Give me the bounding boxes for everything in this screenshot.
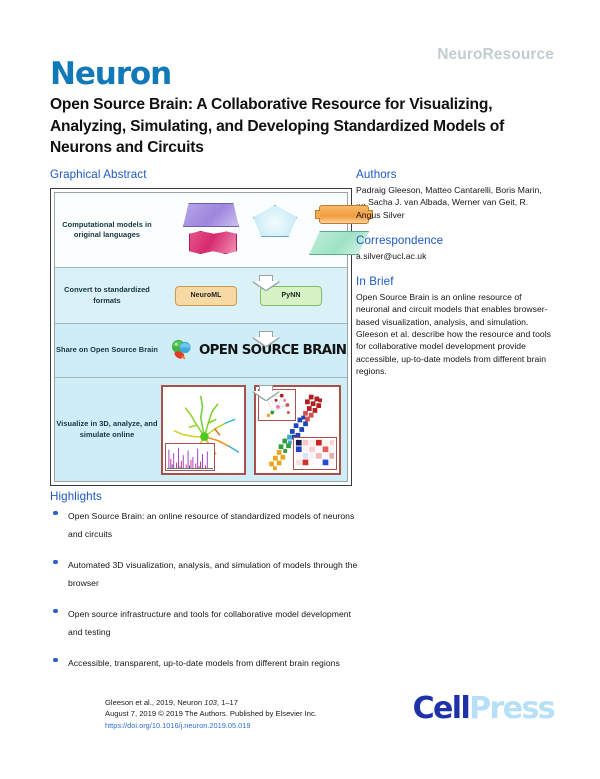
list-item: Automated 3D visualization, analysis, an… [50, 555, 360, 591]
figure-row-label: Share on Open Source Brain [56, 345, 158, 355]
journal-masthead: Neuron [50, 56, 172, 92]
neuroml-tag: NeuroML [175, 285, 237, 306]
pentagon-shape-icon [253, 205, 297, 237]
list-item: Open source infrastructure and tools for… [50, 604, 360, 640]
pynn-tag: PyNN [260, 285, 322, 306]
authors-heading: Authors [356, 168, 397, 181]
voltage-trace-inset [165, 442, 215, 471]
list-item: Open Source Brain: an online resource of… [50, 506, 360, 542]
page-title: Open Source Brain: A Collaborative Resou… [50, 96, 505, 157]
article-type-label: NeuroResource [437, 46, 554, 63]
citation-line-1: Gleeson et al., 2019, Neuron 103, 1–17 [105, 697, 317, 708]
bullet-icon [53, 559, 58, 564]
page-footer: Gleeson et al., 2019, Neuron 103, 1–17 A… [0, 687, 600, 779]
bullet-icon [53, 510, 58, 515]
citation-pages: , 1–17 [216, 698, 239, 707]
cell-press-logo-press: Press [469, 691, 555, 726]
citation-volume: 103 [204, 698, 217, 707]
highlight-text: Accessible, transparent, up-to-date mode… [68, 658, 340, 668]
figure-row-convert: Convert to standardized formats NeuroML … [55, 267, 347, 323]
correspondence-heading: Correspondence [356, 233, 444, 247]
figure-row-label: Convert to standardized formats [64, 285, 150, 305]
wave-shape-icon [189, 231, 237, 254]
bullet-icon [53, 608, 58, 613]
connectivity-matrix-inset [293, 436, 337, 470]
authors-list: Padraig Gleeson, Matteo Cantarelli, Bori… [356, 185, 542, 220]
cell-press-logo: CellPress [412, 691, 556, 726]
highlight-text: Automated 3D visualization, analysis, an… [68, 560, 358, 588]
list-item: Accessible, transparent, up-to-date mode… [50, 653, 360, 671]
trapezoid-shape-icon [183, 203, 239, 227]
bullet-icon [53, 657, 58, 662]
cortical-column-panel [254, 384, 341, 475]
highlights-heading: Highlights [50, 490, 102, 503]
highlight-text: Open source infrastructure and tools for… [68, 609, 352, 637]
cell-press-logo-cell: Cell [412, 691, 471, 726]
open-source-brain-globe-icon [169, 338, 194, 363]
figure-row-share: Share on Open Source Brain [55, 323, 347, 377]
graphical-abstract-figure: Computational models in original languag… [50, 188, 373, 486]
figure-row-label: Visualize in 3D, analyze, and simulate o… [56, 419, 158, 439]
highlights-list: Open Source Brain: an online resource of… [50, 506, 360, 684]
in-brief-heading: In Brief [356, 275, 394, 289]
citation-line-2: August 7, 2019 © 2019 The Authors. Publi… [105, 709, 317, 719]
highlight-text: Open Source Brain: an online resource of… [68, 511, 355, 539]
citation-prefix: Gleeson et al., 2019, Neuron [105, 698, 205, 707]
correspondence-email[interactable]: a.silver@ucl.ac.uk [356, 250, 427, 261]
figure-row-models: Computational models in original languag… [55, 193, 373, 267]
right-column: Authors Padraig Gleeson, Matteo Cantarel… [356, 168, 552, 377]
citation-block: Gleeson et al., 2019, Neuron 103, 1–17 A… [105, 697, 317, 731]
neuron-morphology-panel [161, 384, 247, 475]
open-source-brain-wordmark: OPEN SOURCE BRAIN [199, 343, 347, 358]
doi-link[interactable]: https://doi.org/10.1016/j.neuron.2019.05… [105, 720, 251, 730]
graphical-abstract-heading: Graphical Abstract [50, 168, 147, 181]
figure-row-label: Computational models in original languag… [62, 219, 152, 239]
in-brief-text: Open Source Brain is an online resource … [356, 292, 551, 376]
figure-row-visualize: Visualize in 3D, analyze, and simulate o… [55, 377, 347, 481]
tabbed-rectangle-shape-icon [315, 205, 373, 224]
